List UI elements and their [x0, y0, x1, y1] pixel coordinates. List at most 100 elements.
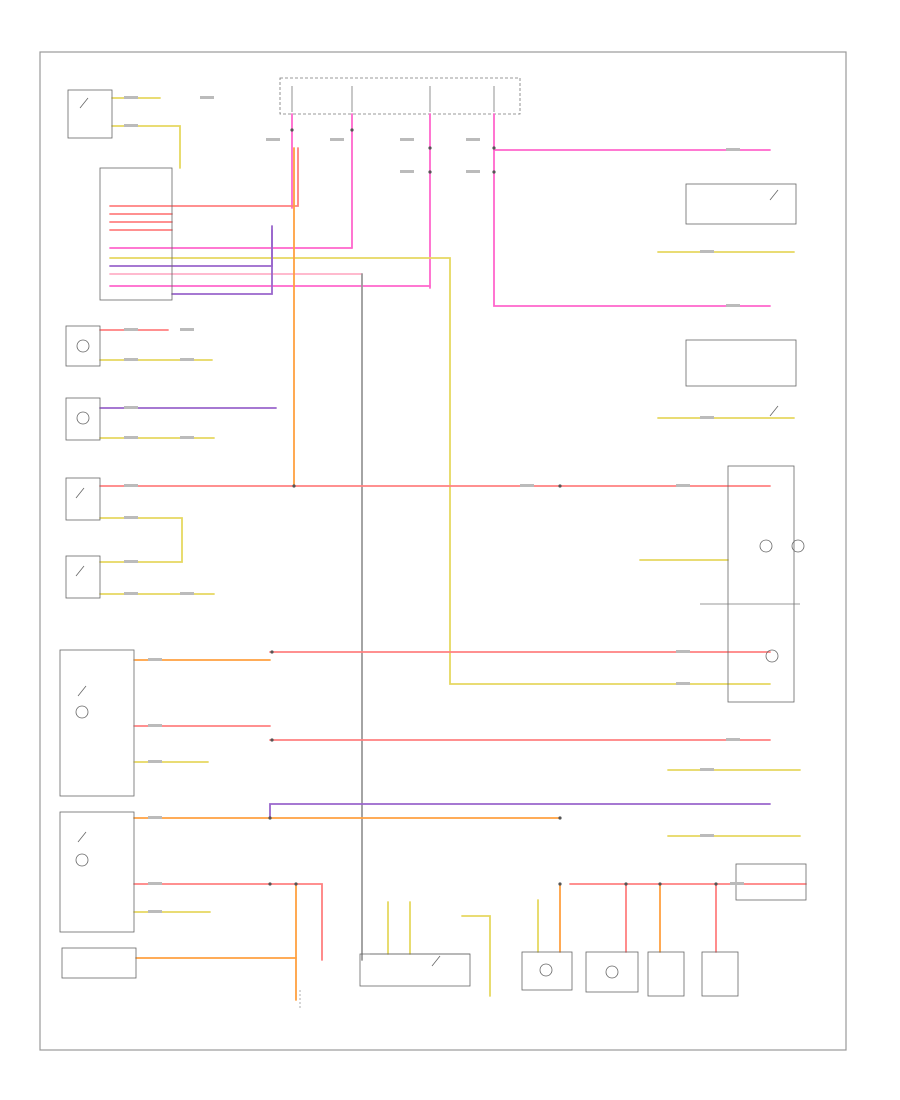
harness-red-1	[109, 147, 299, 207]
harness-yellow-6	[109, 257, 771, 685]
splice-points	[268, 128, 718, 886]
wire-label-mark	[726, 148, 740, 151]
bottom-box-4	[701, 951, 739, 997]
module-lower-left-bulb	[75, 853, 89, 867]
lamp-3-yellow	[99, 517, 183, 563]
bottom-switch-group-contact	[431, 955, 441, 967]
right-relay-top-switch	[769, 189, 779, 201]
splice-dot	[558, 882, 562, 886]
module-lower-left-switch	[77, 831, 87, 843]
lamp-unit-1-bulb	[76, 339, 90, 353]
lamp-unit-3-switch	[75, 487, 85, 499]
bottom-lamp-2-bulb	[605, 965, 619, 979]
lamp-unit-2-bulb	[76, 411, 90, 425]
splice-dot	[558, 484, 562, 488]
wire-label-mark	[180, 328, 194, 331]
wire-label-mark	[700, 416, 714, 419]
wire-label-mark	[200, 96, 214, 99]
switch-top-left	[67, 89, 113, 139]
lamp-unit-3	[65, 477, 101, 521]
right-relay-mid-switch	[769, 405, 779, 417]
fuse-block	[279, 77, 521, 115]
lamp-unit-2	[65, 397, 101, 441]
bottom-lamp-1	[539, 963, 553, 977]
wire-label-mark	[400, 170, 414, 173]
wire-label-mark	[124, 436, 138, 439]
splice-dot	[290, 128, 294, 132]
splice-dot	[558, 816, 562, 820]
splice-dot	[428, 170, 432, 174]
wire-label-mark	[148, 760, 162, 763]
wire-label-mark	[676, 650, 690, 653]
lower-red-1	[133, 883, 323, 961]
wire-label-mark	[148, 882, 162, 885]
module-bottom-left	[61, 947, 137, 979]
module-lower-left	[59, 811, 135, 933]
harness-connector	[99, 167, 173, 301]
right-module-bulb-c	[765, 649, 779, 663]
module-mid-left-bulb	[75, 705, 89, 719]
splice-dot	[268, 882, 272, 886]
bottom-lamp-2-box	[585, 951, 639, 993]
wire-label-mark	[466, 138, 480, 141]
splice-dot	[268, 816, 272, 820]
wire-label-mark	[124, 484, 138, 487]
wire-label-mark	[124, 96, 138, 99]
wire-label-mark	[148, 724, 162, 727]
splice-dot	[492, 170, 496, 174]
splice-dot	[428, 146, 432, 150]
right-relay-mid	[685, 339, 797, 387]
bottom-box-3	[647, 951, 685, 997]
wire-label-mark	[726, 738, 740, 741]
wire-label-mark	[148, 816, 162, 819]
bottom-yellow-3	[461, 915, 491, 997]
lamp-unit-1	[65, 325, 101, 367]
wire-label-mark	[180, 592, 194, 595]
lower-violet-1	[269, 803, 771, 819]
splice-dot	[350, 128, 354, 132]
wire-label-mark	[700, 768, 714, 771]
bottom-switch-group	[359, 953, 471, 987]
splice-dot	[270, 650, 274, 654]
splice-dot	[492, 146, 496, 150]
module-mid-left-switch	[77, 685, 87, 697]
components	[59, 89, 807, 1010]
wire-label-mark	[180, 358, 194, 361]
wire-label-mark	[520, 484, 534, 487]
right-relay-top	[685, 183, 797, 225]
wire-label-mark	[124, 560, 138, 563]
wire-label-mark	[266, 138, 280, 141]
right-lamp-bottom	[735, 863, 807, 901]
wire-label-mark	[676, 484, 690, 487]
wire-label-mark	[124, 592, 138, 595]
switch-top-left-wire-2	[111, 125, 181, 169]
splice-dot	[658, 882, 662, 886]
wire-label-mark	[466, 170, 480, 173]
right-module-bulb-a	[759, 539, 773, 553]
lamp-unit-4	[65, 555, 101, 599]
harness-violet-10	[171, 225, 273, 295]
wire-harness	[99, 97, 807, 1001]
wire-labels	[124, 96, 744, 913]
right-module-bulb-b	[791, 539, 805, 553]
module-mid-left	[59, 649, 135, 797]
wire-label-mark	[330, 138, 344, 141]
splice-dot	[624, 882, 628, 886]
right-module-large	[727, 465, 795, 703]
wire-label-mark	[400, 138, 414, 141]
wire-label-mark	[124, 358, 138, 361]
wire-label-mark	[124, 516, 138, 519]
lamp-unit-4-switch	[75, 565, 85, 577]
splice-dot	[294, 882, 298, 886]
wire-label-mark	[676, 682, 690, 685]
switch-top-left-contact	[79, 97, 89, 109]
bottom-lamp-1-box	[521, 951, 573, 991]
wire-label-mark	[124, 328, 138, 331]
splice-dot	[714, 882, 718, 886]
wire-label-mark	[700, 834, 714, 837]
wire-label-mark	[124, 406, 138, 409]
fuse-feed-4	[493, 113, 771, 307]
wire-label-mark	[124, 124, 138, 127]
wire-label-mark	[148, 910, 162, 913]
